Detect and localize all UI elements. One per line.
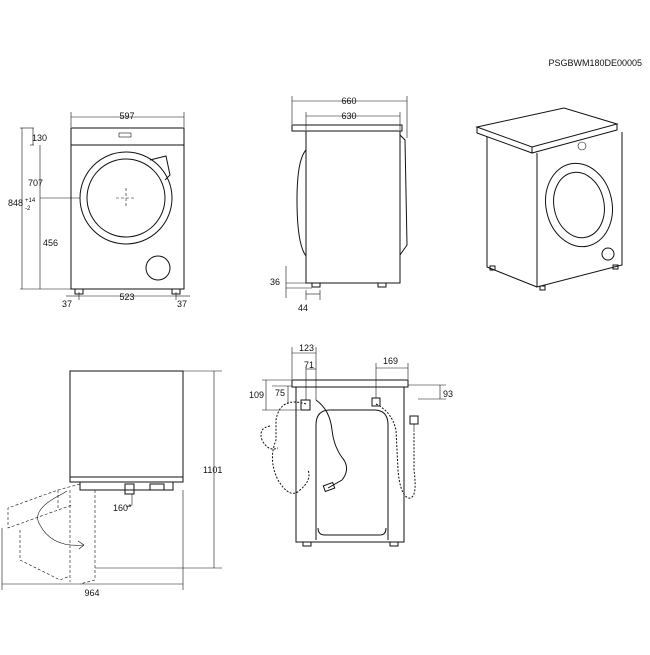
rear-body-outline [295,386,405,543]
power-plug [322,481,336,493]
side-top-lid [291,124,403,132]
rear-top-lid [291,379,409,388]
label-angle-160: 160° [113,503,132,513]
label-rear-123: 123 [299,343,314,353]
power-cable [315,399,348,489]
label-rear-93: 93 [443,389,453,399]
label-top-130: 130 [32,133,47,143]
label-door-707: 707 [28,178,43,188]
iso-filter-cap [601,247,615,261]
label-tolerance-plus: +14 [25,198,36,204]
side-door-profile [399,134,408,256]
side-body-outline [305,130,401,284]
iso-knob [577,141,587,151]
top-body-outline [69,370,184,478]
label-right-foot-37: 37 [177,299,187,309]
drain-connector [300,399,311,411]
label-width-597: 597 [119,111,134,121]
drain-hose [272,401,310,494]
label-depth-630: 630 [341,111,356,121]
label-total-848: 848 [8,198,23,208]
label-rear-75: 75 [275,388,285,398]
front-door-glass [86,158,166,238]
label-offset-44: 44 [298,303,308,313]
label-foot-36: 36 [270,277,280,287]
side-rear-foot [311,282,321,288]
front-door-handle [149,155,171,181]
inlet-hose [375,403,416,499]
front-body-outline [70,127,185,290]
iso-door-glass [553,171,605,239]
iso-door-ring [545,162,613,248]
side-view: 660 630 36 44 [270,96,408,313]
front-filter-cap [145,255,171,281]
iso-side [486,137,538,288]
label-height-1101: 1101 [203,465,222,475]
front-control-knob [118,132,132,138]
door-opening-view: 160° 1101 964 [1,370,222,598]
label-width-964: 964 [84,588,99,598]
label-depth-660: 660 [341,96,356,106]
label-tolerance-minus: -2 [25,206,31,212]
rear-panel [315,409,389,540]
side-rear-bulge [296,149,307,257]
label-rear-71: 71 [304,360,314,370]
label-feet-523: 523 [119,292,134,302]
label-center-456: 456 [43,238,58,248]
side-front-foot [377,282,387,288]
label-left-foot-37: 37 [62,299,72,309]
door-swing-arc [37,493,85,546]
isometric-view [475,107,623,291]
inlet-connector [409,415,419,425]
product-code: PSGBWM180DE00005 [548,58,642,68]
iso-front [536,132,623,288]
label-rear-169: 169 [383,356,398,366]
label-rear-109: 109 [249,390,264,400]
open-door-outline [7,483,81,529]
front-view: 597 130 707 848 +14 -2 456 523 37 37 [8,111,190,309]
rear-view: 123 71 75 109 169 93 [249,343,453,547]
